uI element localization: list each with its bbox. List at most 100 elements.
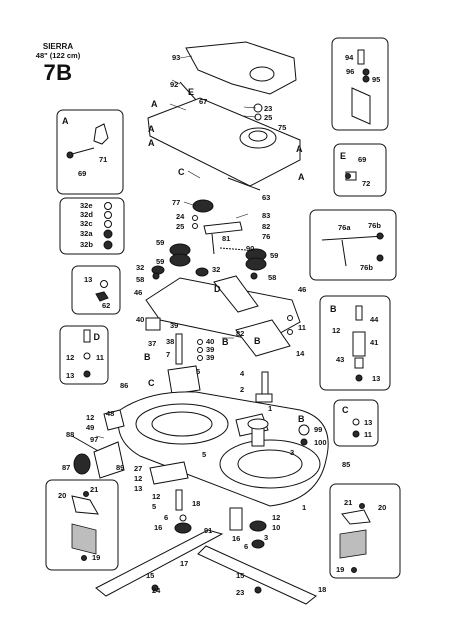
part-19: 19	[336, 565, 344, 574]
callout-46: 46	[298, 285, 306, 294]
callout-83: 83	[262, 211, 270, 220]
callout-88: 88	[66, 430, 74, 439]
inset-bottom-left: 20 21 19	[45, 479, 119, 571]
callout-16: 16	[154, 523, 162, 532]
callout-b: B	[298, 414, 305, 424]
callout-97: 97	[90, 435, 98, 444]
inset-arm: 76a 76b 76b	[309, 209, 397, 281]
callout-58: 58	[136, 275, 144, 284]
bolt-icon	[66, 151, 74, 159]
blade-left	[95, 529, 224, 597]
callout-92: 92	[170, 80, 178, 89]
callout-90: 90	[246, 244, 254, 253]
callout-25: 25	[264, 113, 272, 122]
model-name: SIERRA	[42, 42, 74, 51]
callout-100: 100	[314, 438, 327, 447]
inset-c-left: 13 62	[71, 265, 121, 315]
part-32c: 32c	[80, 219, 93, 228]
part-13: 13	[364, 418, 372, 427]
callout-a: A	[296, 144, 303, 154]
callout-a: A	[151, 99, 158, 109]
callout-e: E	[188, 87, 194, 97]
part-13: 13	[66, 371, 74, 380]
callout-24: 24	[176, 212, 185, 221]
callout-81: 81	[222, 234, 230, 243]
part-32b: 32b	[80, 240, 93, 249]
inset-c-right: C 13 11	[333, 399, 379, 447]
callout-3: 3	[290, 448, 294, 457]
callout-85: 85	[342, 460, 350, 469]
callout-12: 12	[272, 513, 280, 522]
callout-c: C	[178, 167, 185, 177]
callout-38: 38	[166, 337, 174, 346]
part-21: 21	[344, 498, 352, 507]
inset-b: B 44 12 41 43 13	[319, 295, 391, 391]
callout-59: 59	[156, 238, 164, 247]
gauge-wheel	[73, 453, 91, 475]
part-76b-lower: 76b	[360, 263, 373, 272]
bolt-icon	[357, 49, 365, 65]
inset-bl-frame	[45, 479, 119, 571]
callout-99: 99	[314, 425, 322, 434]
callout-d: D	[214, 284, 221, 294]
callout-46: 46	[134, 288, 142, 297]
inset-arm-frame	[309, 209, 397, 281]
part-11: 11	[96, 353, 104, 362]
callout-18: 18	[192, 499, 200, 508]
callout-15: 15	[146, 571, 154, 580]
callout-39: 39	[170, 321, 178, 330]
callout-6: 6	[164, 513, 168, 522]
part-12: 12	[332, 326, 340, 335]
inset-a: A 71 69	[56, 109, 124, 195]
callout-12: 12	[86, 413, 94, 422]
callout-17: 17	[180, 559, 188, 568]
callout-a: A	[148, 138, 155, 148]
main-assembly	[71, 41, 329, 605]
callout-16: 16	[232, 534, 240, 543]
part-95: 95	[372, 75, 380, 84]
callout-40: 40	[206, 337, 214, 346]
part-43: 43	[336, 355, 344, 364]
callout-82: 82	[236, 329, 244, 338]
part-11: 11	[364, 430, 372, 439]
callout-23: 23	[264, 104, 272, 113]
callout-6: 6	[244, 542, 248, 551]
part-13: 13	[372, 374, 380, 383]
inset-d-letter: D	[94, 332, 101, 342]
part-44: 44	[370, 315, 379, 324]
inset-e-letter: E	[340, 151, 346, 161]
callout-86: 86	[120, 381, 128, 390]
callout-49: 49	[86, 423, 94, 432]
part-62: 62	[102, 301, 110, 310]
decal-icon	[339, 529, 367, 559]
inset-a-part-69: 69	[78, 169, 86, 178]
inset-stack: 32e 32d 32c 32a 32b	[59, 197, 125, 255]
callout-67: 67	[199, 97, 207, 106]
callout-4: 4	[240, 369, 245, 378]
part-69: 69	[358, 155, 366, 164]
callout-13: 13	[134, 484, 142, 493]
page-code: 7B	[43, 60, 73, 85]
callout-37: 37	[148, 339, 156, 348]
callout-3: 3	[264, 533, 268, 542]
callout-77: 77	[172, 198, 180, 207]
callout-24: 24	[152, 586, 161, 595]
inset-c-left-frame	[71, 265, 121, 315]
part-32d: 32d	[80, 210, 93, 219]
callout-40: 40	[136, 315, 144, 324]
callout-23: 23	[236, 588, 244, 597]
callout-39: 39	[206, 345, 214, 354]
part-12: 12	[66, 353, 74, 362]
inset-a-letter: A	[62, 116, 69, 126]
callout-10: 10	[272, 523, 280, 532]
callout-1: 1	[302, 503, 306, 512]
inset-e-frame	[333, 143, 387, 197]
inset-b-letter: B	[330, 304, 337, 314]
washer-icon	[362, 68, 370, 76]
callout-91: 91	[204, 526, 212, 535]
part-32e: 32e	[80, 201, 93, 210]
callout-11: 11	[298, 323, 306, 332]
callout-48: 48	[106, 409, 114, 418]
